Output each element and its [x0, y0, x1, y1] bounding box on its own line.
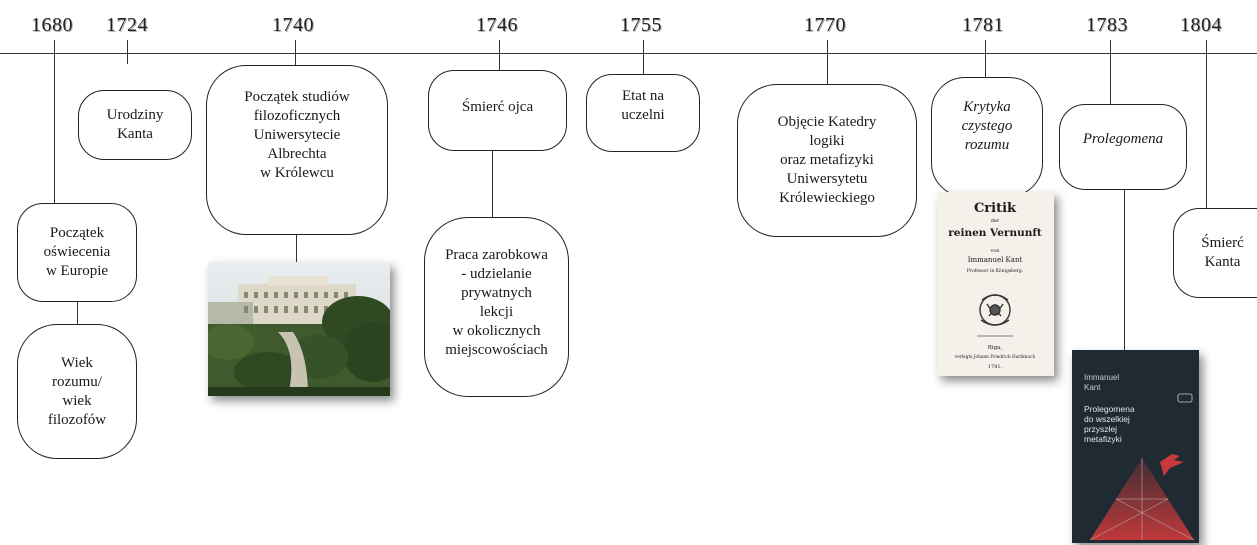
- cover-title-1: Prolegomena: [1084, 404, 1135, 414]
- event-father-death: Śmierć ojca: [428, 70, 567, 151]
- connector-1804: [1206, 40, 1208, 208]
- critique-cover-image: Critik der reinen Vernunft von Immanuel …: [937, 192, 1054, 376]
- cover-publisher: verlegts Johann Friedrich Hartknoch: [954, 355, 1036, 360]
- cover-author-last: Kant: [1084, 383, 1101, 392]
- cover-title-3: przyszłej: [1084, 424, 1117, 434]
- cover-vignette: [979, 294, 1011, 326]
- year-1770: 1770: [804, 14, 846, 36]
- connector-1740: [295, 40, 297, 65]
- cover-author-first: Immanuel: [1084, 373, 1119, 382]
- year-1724: 1724: [106, 14, 148, 36]
- cover-von: von: [989, 248, 1000, 254]
- connector-1724: [127, 40, 129, 64]
- cover-year: 1781.: [988, 364, 1003, 370]
- year-1680: 1680: [31, 14, 73, 36]
- cover-title-4: metafizyki: [1084, 434, 1122, 444]
- year-1755: 1755: [620, 14, 662, 36]
- cover-title-line: Critik: [974, 201, 1017, 216]
- year-1740: 1740: [272, 14, 314, 36]
- connector-1783: [1110, 40, 1112, 104]
- connector-1680: [54, 40, 56, 203]
- cover-professor: Professor in Königsberg.: [967, 268, 1024, 274]
- university-building-image: [208, 262, 390, 396]
- prolegomena-cover-image: Immanuel Kant Prolegomena do wszelkiej p…: [1072, 350, 1199, 543]
- year-1781: 1781: [962, 14, 1004, 36]
- event-prolegomena: Prolegomena: [1059, 104, 1187, 190]
- connector-enlightenment-age: [77, 302, 79, 324]
- cover-title-2: do wszelkiej: [1084, 414, 1130, 424]
- cover-city: Riga,: [988, 345, 1003, 351]
- timeline-axis: [0, 53, 1257, 55]
- connector-1781: [985, 40, 987, 77]
- cover-subtitle: reinen Vernunft: [948, 227, 1042, 239]
- connector-1740-image: [296, 235, 298, 262]
- connector-1783-cover: [1124, 190, 1126, 350]
- year-1783: 1783: [1086, 14, 1128, 36]
- cover-author: Immanuel Kant: [968, 256, 1023, 264]
- cover-der: der: [991, 218, 1000, 224]
- connector-1746-work: [492, 151, 494, 217]
- year-1804: 1804: [1180, 14, 1222, 36]
- connector-1755: [643, 40, 645, 74]
- connector-1746: [499, 40, 501, 70]
- connector-1770: [827, 40, 829, 84]
- cover-bird-icon: [1160, 454, 1184, 476]
- year-1746: 1746: [476, 14, 518, 36]
